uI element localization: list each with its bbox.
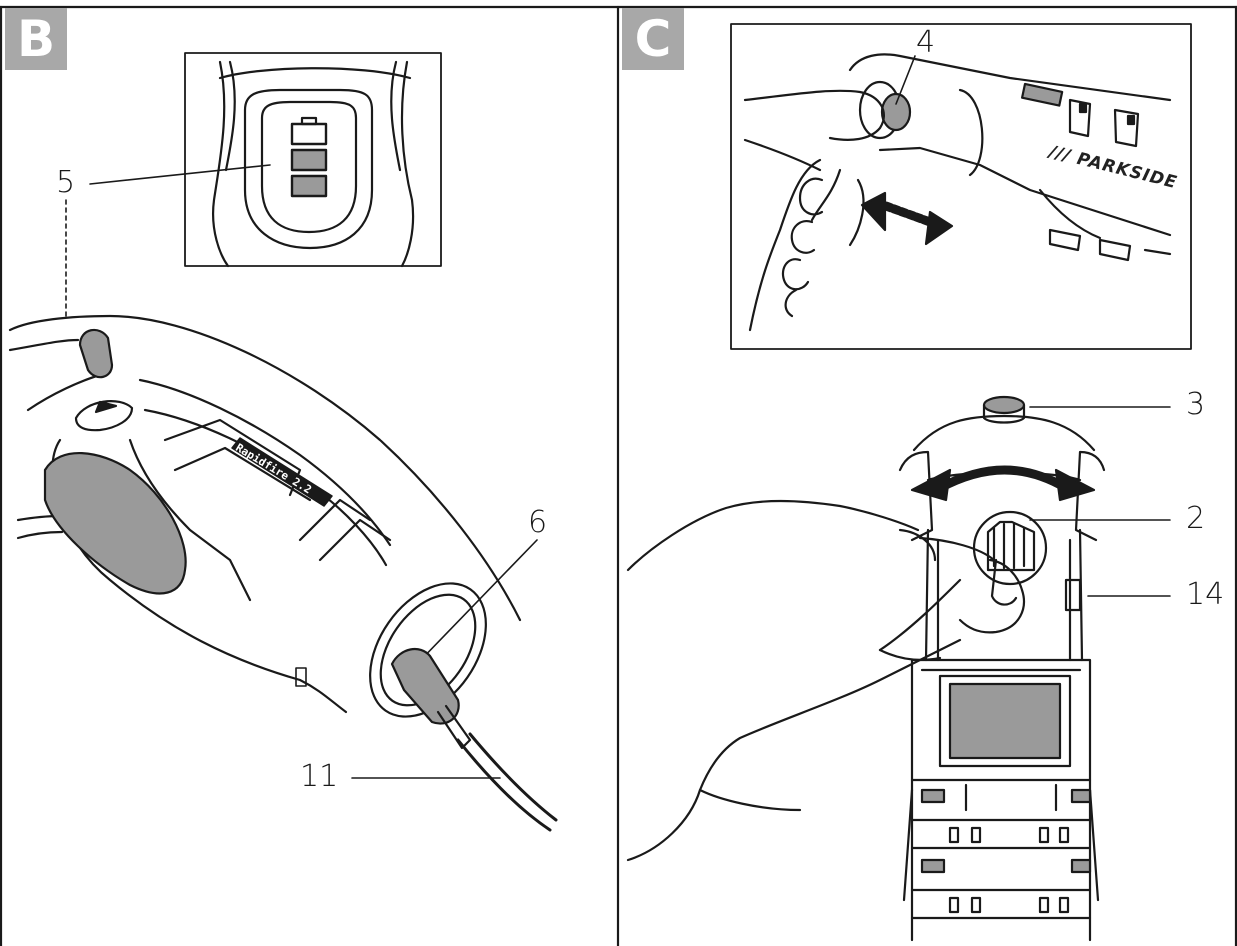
callout-5: 5 [56, 165, 76, 200]
battery-cell-top-icon [290, 116, 328, 146]
battery-cell-middle [290, 148, 328, 172]
multitool-head-c [898, 395, 1106, 942]
callout-11: 11 [300, 759, 339, 794]
battery-cell-bottom [290, 174, 328, 198]
callout-3: 3 [1186, 387, 1206, 422]
model-label-plate [231, 437, 333, 507]
callout-6: 6 [528, 505, 548, 540]
callout-2: 2 [1186, 501, 1206, 536]
panel-letter-b: B [5, 8, 67, 70]
hand-c [626, 499, 1026, 862]
tool-clamp-inset [730, 23, 1192, 350]
callout-14: 14 [1186, 577, 1225, 612]
callout-4: 4 [916, 25, 936, 60]
multitool-body-b [8, 314, 558, 832]
battery-indicator-inset [184, 52, 442, 268]
leader-lines-c [895, 55, 1171, 597]
frame [0, 5, 1237, 946]
leader-lines-b [65, 164, 538, 779]
panel-letter-c: C [622, 8, 684, 70]
